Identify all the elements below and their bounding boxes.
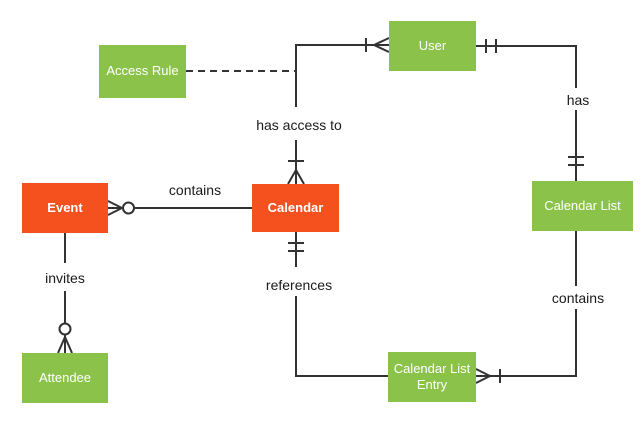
connector-line xyxy=(295,44,389,184)
entity-user: User xyxy=(389,21,476,71)
connector-line xyxy=(476,45,577,181)
exactly-one-marker xyxy=(568,156,584,166)
entity-label: Event xyxy=(47,199,83,215)
crows-foot-marker xyxy=(475,368,491,384)
entity-label: Calendar List Entry xyxy=(393,360,471,392)
crows-foot-marker xyxy=(57,336,73,354)
entity-label: Attendee xyxy=(38,369,92,385)
connector-line xyxy=(476,231,577,377)
relationship-label-contains-2: contains xyxy=(551,290,605,306)
entity-attendee: Attendee xyxy=(22,353,108,403)
entity-calendar: Calendar xyxy=(252,184,339,232)
entity-label: Calendar xyxy=(267,199,324,215)
relationship-label-invites: invites xyxy=(45,270,85,286)
connector-user-calendar-list xyxy=(476,39,584,181)
entity-label: Calendar List xyxy=(544,197,621,213)
entity-label: Access Rule xyxy=(106,63,179,79)
exactly-one-marker xyxy=(288,242,304,252)
connector-event-calendar xyxy=(107,200,252,216)
relationship-label-has: has xyxy=(566,92,590,108)
connector-event-attendee xyxy=(57,233,73,354)
entity-event: Event xyxy=(22,183,108,233)
connector-calendar-user xyxy=(287,37,390,185)
zero-cardinality-circle xyxy=(122,201,135,215)
exactly-one-marker xyxy=(485,39,497,53)
zero-cardinality-circle xyxy=(58,322,72,336)
one-or-many-marker xyxy=(287,160,305,185)
connector-line xyxy=(295,232,388,377)
entity-access-rule: Access Rule xyxy=(99,45,186,98)
relationship-label-references: references xyxy=(265,277,333,293)
entity-calendar-list: Calendar List xyxy=(532,181,633,231)
entity-calendar-list-entry: Calendar List Entry xyxy=(388,352,476,402)
connector-calendar-references xyxy=(288,232,388,377)
relationship-label-contains: contains xyxy=(168,182,222,198)
one-or-many-marker xyxy=(365,37,390,53)
crows-foot-marker xyxy=(107,200,123,216)
relationship-label-has-access-to: has access to xyxy=(256,117,342,133)
entity-label: User xyxy=(418,37,447,53)
connector-calendar-list-contains xyxy=(475,231,577,384)
